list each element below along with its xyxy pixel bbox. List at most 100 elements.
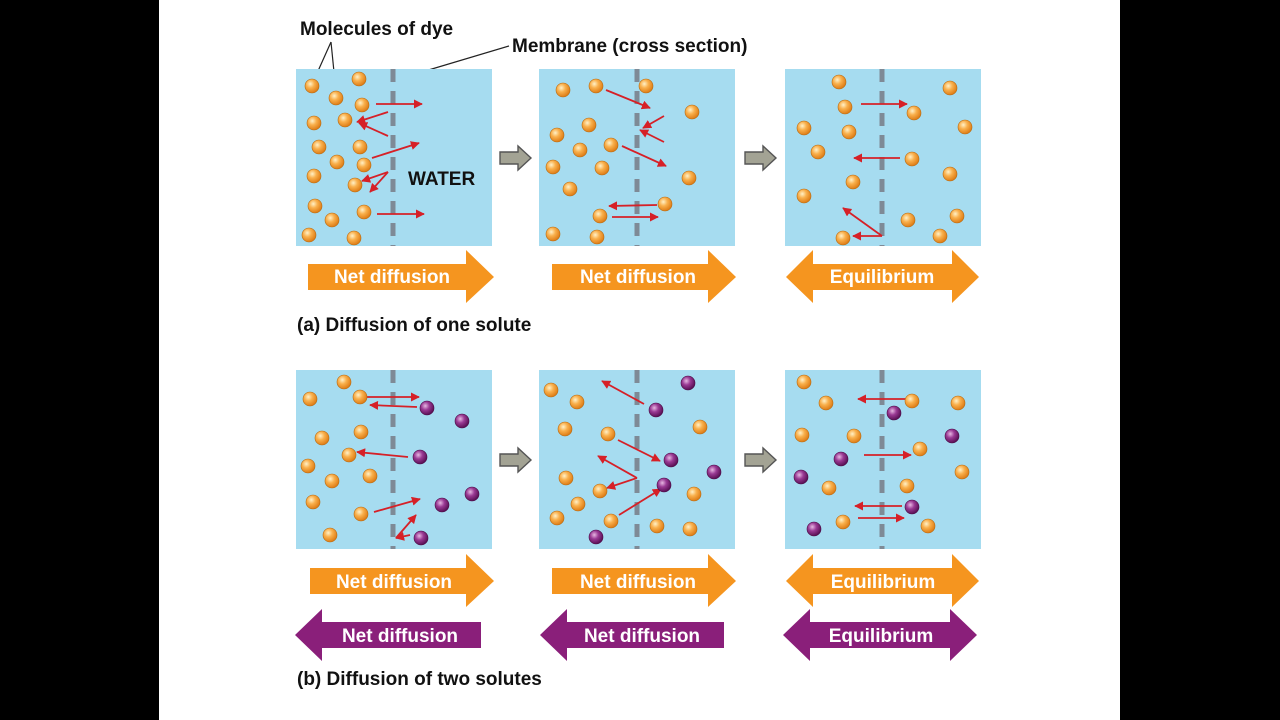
purple-solute-molecule <box>793 469 809 485</box>
net-diffusion-label-b1-purple: Net diffusion <box>342 626 458 647</box>
orange-solute-molecule <box>347 177 363 193</box>
orange-solute-molecule <box>557 421 573 437</box>
orange-solute-molecule <box>545 159 561 175</box>
orange-solute-molecule <box>351 71 367 87</box>
orange-solute-molecule <box>307 198 323 214</box>
purple-solute-molecule <box>904 499 920 515</box>
equilibrium-arrow-b3-purple <box>783 609 977 661</box>
purple-solute-molecule <box>656 477 672 493</box>
orange-solute-molecule <box>603 513 619 529</box>
orange-solute-molecule <box>558 470 574 486</box>
label-molecules-of-dye: Molecules of dye <box>300 19 453 40</box>
label-membrane: Membrane (cross section) <box>512 36 747 57</box>
orange-solute-molecule <box>835 514 851 530</box>
orange-solute-molecule <box>594 160 610 176</box>
orange-solute-molecule <box>942 166 958 182</box>
orange-solute-molecule <box>841 124 857 140</box>
orange-solute-molecule <box>681 170 697 186</box>
equilibrium-label-a3: Equilibrium <box>830 267 935 288</box>
orange-solute-molecule <box>837 99 853 115</box>
orange-solute-molecule <box>337 112 353 128</box>
purple-solute-molecule <box>806 521 822 537</box>
net-diffusion-arrow-b1-purple <box>295 609 481 661</box>
orange-solute-molecule <box>336 374 352 390</box>
orange-solute-molecule <box>657 196 673 212</box>
purple-solute-molecule <box>833 451 849 467</box>
orange-solute-molecule <box>949 208 965 224</box>
orange-solute-molecule <box>684 104 700 120</box>
orange-solute-molecule <box>600 426 616 442</box>
orange-solute-molecule <box>592 483 608 499</box>
orange-solute-molecule <box>794 427 810 443</box>
purple-solute-molecule <box>412 449 428 465</box>
label-water: WATER <box>408 169 475 190</box>
orange-solute-molecule <box>314 430 330 446</box>
orange-solute-molecule <box>352 389 368 405</box>
purple-solute-molecule <box>464 486 480 502</box>
orange-solute-molecule <box>950 395 966 411</box>
orange-solute-molecule <box>831 74 847 90</box>
orange-solute-molecule <box>549 510 565 526</box>
orange-solute-molecule <box>354 97 370 113</box>
equilibrium-arrow-b3 <box>786 554 979 607</box>
orange-solute-molecule <box>957 119 973 135</box>
orange-solute-molecule <box>835 230 851 246</box>
net-diffusion-label-b2: Net diffusion <box>580 572 696 593</box>
orange-solute-molecule <box>796 120 812 136</box>
purple-solute-molecule <box>680 375 696 391</box>
caption-part-a: (a) Diffusion of one solute <box>297 315 531 336</box>
orange-solute-molecule <box>311 139 327 155</box>
orange-solute-molecule <box>592 208 608 224</box>
orange-solute-molecule <box>569 394 585 410</box>
orange-solute-molecule <box>300 458 316 474</box>
orange-solute-molecule <box>821 480 837 496</box>
motion-arrows <box>356 89 912 541</box>
orange-solute-molecule <box>900 212 916 228</box>
orange-solute-molecule <box>810 144 826 160</box>
orange-solute-molecule <box>904 151 920 167</box>
step-arrow-icon <box>499 446 533 474</box>
orange-solute-molecule <box>306 115 322 131</box>
purple-solute-molecule <box>648 402 664 418</box>
orange-solute-molecule <box>356 157 372 173</box>
orange-solute-molecule <box>353 506 369 522</box>
step-arrows <box>499 144 778 474</box>
orange-solute-molecule <box>352 139 368 155</box>
purple-solute-molecule <box>588 529 604 545</box>
orange-solute-molecule <box>899 478 915 494</box>
orange-solute-molecule <box>846 428 862 444</box>
orange-solute-molecule <box>324 212 340 228</box>
orange-solute-molecule <box>570 496 586 512</box>
orange-solute-molecule <box>543 382 559 398</box>
solute-molecules <box>300 71 973 546</box>
net-diffusion-label-a2: Net diffusion <box>580 267 696 288</box>
orange-solute-molecule <box>904 393 920 409</box>
orange-solute-molecule <box>796 188 812 204</box>
orange-solute-molecule <box>353 424 369 440</box>
orange-solute-molecule <box>322 527 338 543</box>
orange-solute-molecule <box>912 441 928 457</box>
orange-solute-molecule <box>686 486 702 502</box>
orange-solute-molecule <box>588 78 604 94</box>
orange-solute-molecule <box>549 127 565 143</box>
orange-solute-molecule <box>301 227 317 243</box>
purple-solute-molecule <box>454 413 470 429</box>
orange-solute-molecule <box>603 137 619 153</box>
purple-solute-molecule <box>413 530 429 546</box>
orange-solute-molecule <box>306 168 322 184</box>
orange-solute-molecule <box>562 181 578 197</box>
orange-solute-molecule <box>649 518 665 534</box>
purple-solute-molecule <box>663 452 679 468</box>
orange-solute-molecule <box>638 78 654 94</box>
orange-solute-molecule <box>356 204 372 220</box>
caption-part-b: (b) Diffusion of two solutes <box>297 669 542 690</box>
orange-solute-molecule <box>572 142 588 158</box>
orange-solute-molecule <box>341 447 357 463</box>
band-arrows-b-orange: Net diffusion Net diffusion Equilibrium <box>310 554 979 607</box>
orange-solute-molecule <box>845 174 861 190</box>
orange-solute-molecule <box>362 468 378 484</box>
orange-solute-molecule <box>932 228 948 244</box>
purple-solute-molecule <box>886 405 902 421</box>
net-diffusion-arrow-b2-purple <box>540 609 724 661</box>
orange-solute-molecule <box>328 90 344 106</box>
